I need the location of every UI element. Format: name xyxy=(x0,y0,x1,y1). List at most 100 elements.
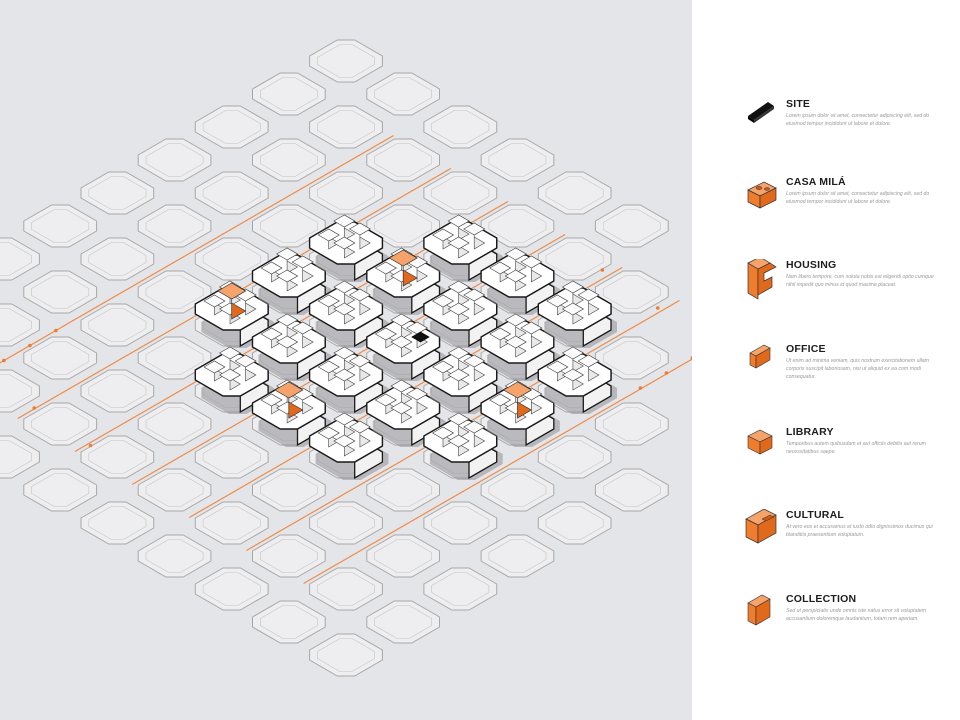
faint-block-inner xyxy=(431,572,490,606)
roof-volume-top xyxy=(276,269,299,283)
faint-block-inner xyxy=(145,209,204,243)
roof-volume-top xyxy=(218,346,241,360)
faint-block-inner xyxy=(145,539,204,573)
legend-title-casa-mila: CASA MILÁ xyxy=(786,176,846,188)
legend-title-library: LIBRARY xyxy=(786,426,834,438)
legend-title-cultural: CULTURAL xyxy=(786,509,844,521)
faint-block-inner xyxy=(88,176,147,210)
legend-panel: SITE Lorem ipsum dolor sit amet, consect… xyxy=(692,0,960,720)
roof-volume-top xyxy=(291,321,314,335)
faint-block-inner xyxy=(0,374,32,408)
legend-item-library: LIBRARY Temporibus autem quibusdam et au… xyxy=(692,426,960,496)
faint-block-inner xyxy=(374,77,433,111)
program-volume-top xyxy=(217,282,247,300)
faint-block-inner xyxy=(202,110,261,144)
building-blocks xyxy=(194,214,617,480)
faint-block xyxy=(252,138,326,182)
faint-block-inner xyxy=(317,110,375,144)
axonometric-city-map xyxy=(0,39,692,677)
faint-block-inner xyxy=(259,539,318,573)
legend-item-casa-mila: CASA MILÁ Lorem ipsum dolor sit amet, co… xyxy=(692,176,960,246)
orange-street-line xyxy=(303,358,692,585)
roof-volume-top xyxy=(390,313,413,327)
faint-block-inner xyxy=(259,605,318,639)
faint-block-inner xyxy=(145,473,204,507)
faint-block xyxy=(366,600,440,644)
faint-block-inner xyxy=(88,242,147,276)
legend-item-site: SITE Lorem ipsum dolor sit amet, consect… xyxy=(692,98,960,168)
faint-block-inner xyxy=(602,275,661,309)
faint-block-inner xyxy=(602,407,661,441)
legend-desc-casa-mila: Lorem ipsum dolor sit amet, consectetur … xyxy=(786,191,930,205)
faint-block-inner xyxy=(545,440,604,474)
roof-volume-top xyxy=(276,313,299,327)
roof-volume-top xyxy=(348,222,371,236)
roof-volume-top xyxy=(463,288,486,302)
roof-volume-top xyxy=(333,434,356,448)
roof-volume-top xyxy=(504,247,527,261)
faint-block-inner xyxy=(602,473,661,507)
faint-block-inner xyxy=(202,506,261,540)
program-volume-top xyxy=(274,381,304,399)
faint-block-inner xyxy=(488,473,547,507)
faint-block xyxy=(366,468,440,512)
roof-volume-top xyxy=(577,354,600,368)
roof-volume-top xyxy=(348,288,371,302)
faint-block-inner xyxy=(317,176,375,210)
legend-desc-collection: Sed ut perspiciatis unde omnis iste natu… xyxy=(786,608,927,622)
faint-block xyxy=(23,270,98,314)
faint-block xyxy=(309,633,383,677)
faint-block xyxy=(480,534,555,578)
faint-block xyxy=(137,534,212,578)
faint-block-inner xyxy=(317,44,375,78)
faint-block xyxy=(80,303,155,347)
orange-marker xyxy=(2,358,6,363)
roof-volume-top xyxy=(504,335,527,349)
faint-block-inner xyxy=(431,176,490,210)
roof-volume-top xyxy=(348,420,371,434)
faint-block-inner xyxy=(488,143,547,177)
orange-marker xyxy=(664,371,669,375)
faint-block xyxy=(137,402,212,446)
faint-block-inner xyxy=(145,275,204,309)
faint-block xyxy=(80,501,155,545)
roof-volume-top xyxy=(489,261,512,275)
orange-markers xyxy=(2,268,692,448)
faint-block xyxy=(423,171,498,215)
faint-block-inner xyxy=(259,77,318,111)
faint-block-inner xyxy=(602,341,661,375)
roof-volume-top xyxy=(333,412,356,426)
faint-block xyxy=(537,435,612,479)
faint-block-inner xyxy=(259,473,318,507)
faint-block-inner xyxy=(488,539,547,573)
faint-block-inner xyxy=(145,341,204,375)
faint-block xyxy=(423,105,498,149)
faint-block-inner xyxy=(88,308,147,342)
faint-block xyxy=(480,468,555,512)
faint-block xyxy=(252,72,326,116)
black-slab-icon xyxy=(748,102,774,123)
faint-block xyxy=(537,501,612,545)
legend-desc-library: Temporibus autem quibusdam et aut offici… xyxy=(786,441,926,455)
program-volume-top xyxy=(502,381,532,399)
roof-volume-top xyxy=(291,255,314,269)
faint-block-inner xyxy=(31,341,90,375)
legend-title-collection: COLLECTION xyxy=(786,593,857,605)
faint-block xyxy=(0,303,40,347)
faint-block xyxy=(309,39,383,83)
legend-desc-office: Ut enim ad minima veniam, quis nostrum e… xyxy=(786,358,929,380)
roof-volume-top xyxy=(431,294,455,308)
faint-block xyxy=(23,402,98,446)
roof-volume-top xyxy=(333,302,356,316)
orange-cube-icon xyxy=(747,429,773,455)
legend-title-site: SITE xyxy=(786,98,811,110)
faint-block-inner xyxy=(88,440,147,474)
roof-volume-top xyxy=(234,354,257,368)
faint-block xyxy=(194,435,269,479)
faint-block xyxy=(137,468,212,512)
faint-block xyxy=(23,336,98,380)
faint-block xyxy=(594,402,669,446)
program-volume-top xyxy=(388,249,418,267)
orange-marker xyxy=(28,343,32,348)
faint-block xyxy=(137,138,212,182)
